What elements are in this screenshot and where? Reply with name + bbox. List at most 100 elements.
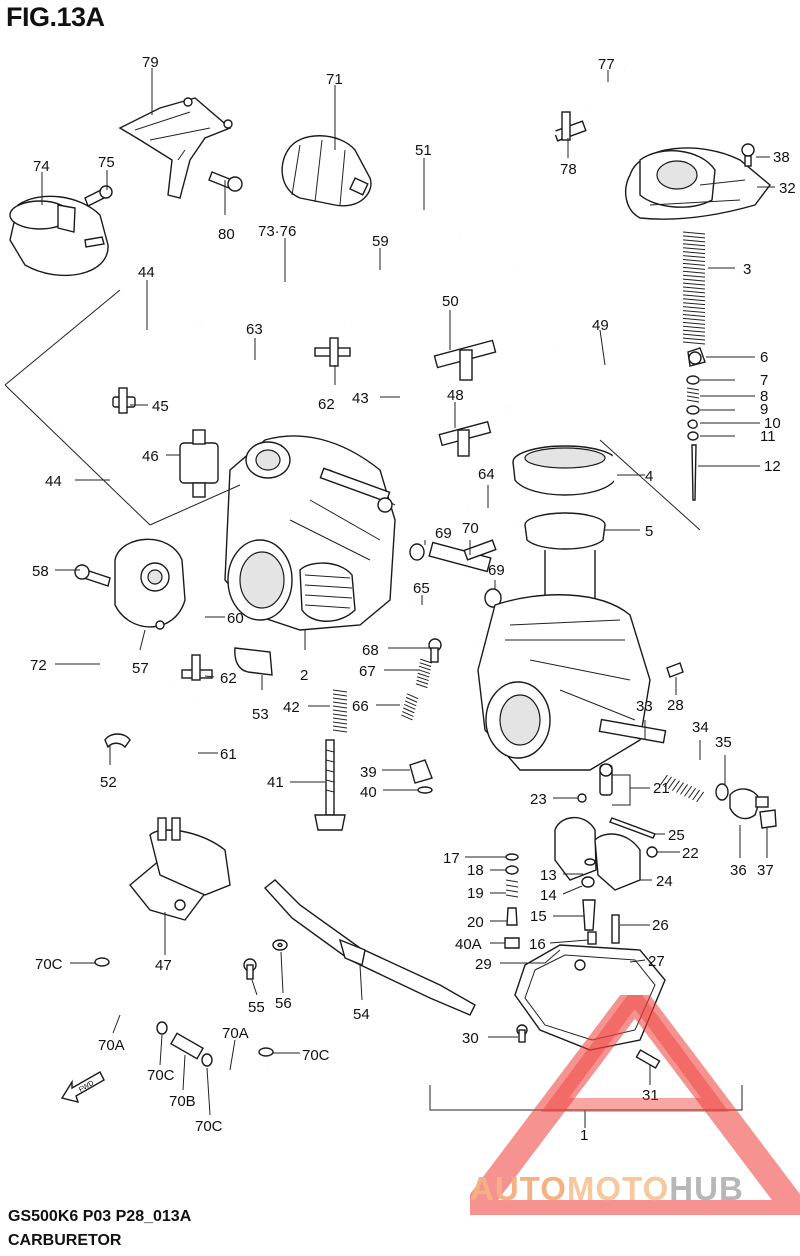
callout-33: 33 (636, 698, 653, 715)
plug-37-drawing (759, 809, 777, 829)
callout-23: 23 (530, 791, 547, 808)
callout-69a: 69 (435, 525, 452, 542)
callout-40: 40 (360, 784, 377, 801)
callout-70Cd: 70C (195, 1118, 223, 1135)
callout-63: 63 (246, 321, 263, 338)
callout-14: 14 (540, 887, 557, 904)
callout-42: 42 (283, 699, 300, 716)
callout-57: 57 (132, 660, 149, 677)
bolt-75-drawing (84, 185, 113, 207)
callout-70B: 70B (169, 1093, 196, 1110)
callout-62b: 62 (220, 670, 237, 687)
throttle-sensor-57-drawing (114, 538, 186, 630)
hose-64-drawing (465, 502, 518, 534)
callout-51: 51 (415, 142, 432, 159)
callout-40A: 40A (455, 936, 482, 953)
tee-joint-48-drawing (438, 420, 492, 457)
callout-70: 70 (462, 520, 479, 537)
oring-40-drawing (417, 786, 433, 794)
joint-70-drawing (428, 539, 497, 573)
callout-35: 35 (715, 734, 732, 751)
callout-32: 32 (779, 180, 796, 197)
fwd-arrow-label: FWD (78, 1080, 95, 1094)
watermark-moto: MOTO (566, 1170, 670, 1207)
valve-45-drawing (112, 387, 136, 414)
callout-17: 17 (443, 850, 460, 867)
joint-70B-drawing (170, 1032, 204, 1060)
callout-8: 8 (760, 388, 768, 405)
callout-74: 74 (33, 158, 50, 175)
callout-22: 22 (682, 845, 699, 862)
callout-10: 10 (764, 415, 781, 432)
callout-44b: 44 (45, 473, 62, 490)
hose-49-drawing (505, 368, 626, 491)
screw-22-drawing (646, 846, 658, 858)
callout-60: 60 (227, 610, 244, 627)
callout-12: 12 (764, 458, 781, 475)
callout-7376: 73·76 (258, 223, 296, 240)
hose-70A-right-drawing (215, 1064, 274, 1089)
clip-52-drawing (104, 733, 131, 749)
callout-38: 38 (773, 149, 790, 166)
callout-78: 78 (560, 161, 577, 178)
rod-25-drawing (609, 817, 656, 839)
callout-5: 5 (645, 523, 653, 540)
hose-73-76-drawing (196, 251, 421, 331)
leader-lines (4, 68, 775, 1128)
diaphragm-4-drawing (512, 445, 618, 496)
callout-25: 25 (668, 827, 685, 844)
valve-47-drawing (129, 817, 231, 921)
screw-41-drawing (314, 739, 346, 831)
callout-59: 59 (372, 233, 389, 250)
callout-19: 19 (467, 885, 484, 902)
spring-66-drawing (401, 693, 419, 721)
callout-7: 7 (760, 372, 768, 389)
callout-3: 3 (743, 261, 751, 278)
hose-44-drawing (15, 333, 205, 541)
callout-36: 36 (730, 862, 747, 879)
screw-28-drawing (666, 662, 684, 678)
callout-20: 20 (467, 914, 484, 931)
callout-49: 49 (592, 317, 609, 334)
screw-58-drawing (74, 564, 111, 587)
callout-15: 15 (530, 908, 547, 925)
screw-30-drawing (516, 1024, 528, 1043)
callout-52: 52 (100, 774, 117, 791)
callout-70Aa: 70A (98, 1037, 125, 1054)
hose-51-drawing (395, 126, 568, 355)
hose-63-drawing (243, 342, 301, 391)
callout-34: 34 (692, 719, 709, 736)
jet-parts-left-drawing (504, 853, 520, 949)
screw-36-drawing (729, 788, 769, 820)
callout-37: 37 (757, 862, 774, 879)
callout-44a: 44 (138, 264, 155, 281)
hose-77-drawing (586, 64, 629, 113)
hose-59-drawing (340, 253, 523, 327)
piston-5-drawing (524, 512, 606, 601)
callout-67: 67 (359, 663, 376, 680)
callout-47: 47 (155, 957, 172, 974)
forward-direction-arrow: FWD (60, 1071, 105, 1103)
callout-16: 16 (529, 936, 546, 953)
callout-75: 75 (98, 154, 115, 171)
callout-53: 53 (252, 706, 269, 723)
clamp-70C-drawing (94, 957, 274, 1067)
solenoid-74-drawing (9, 195, 109, 277)
callout-55: 55 (248, 999, 265, 1016)
callout-1: 1 (580, 1127, 588, 1144)
callout-46: 46 (142, 448, 159, 465)
footer-model-code: GS500K6 P03 P28_013A (8, 1208, 192, 1225)
callout-62a: 62 (318, 396, 335, 413)
callout-18: 18 (467, 862, 484, 879)
spring-34-drawing (659, 774, 705, 803)
tee-joint-50-drawing (433, 339, 497, 381)
screw-31-drawing (635, 1049, 661, 1069)
callout-69b: 69 (488, 562, 505, 579)
callout-30: 30 (462, 1030, 479, 1047)
callout-9: 9 (760, 401, 768, 418)
hose-72-drawing (94, 599, 173, 701)
callout-41: 41 (267, 774, 284, 791)
tee-joint-62b-drawing (181, 654, 213, 681)
hose-65-drawing (407, 599, 483, 646)
